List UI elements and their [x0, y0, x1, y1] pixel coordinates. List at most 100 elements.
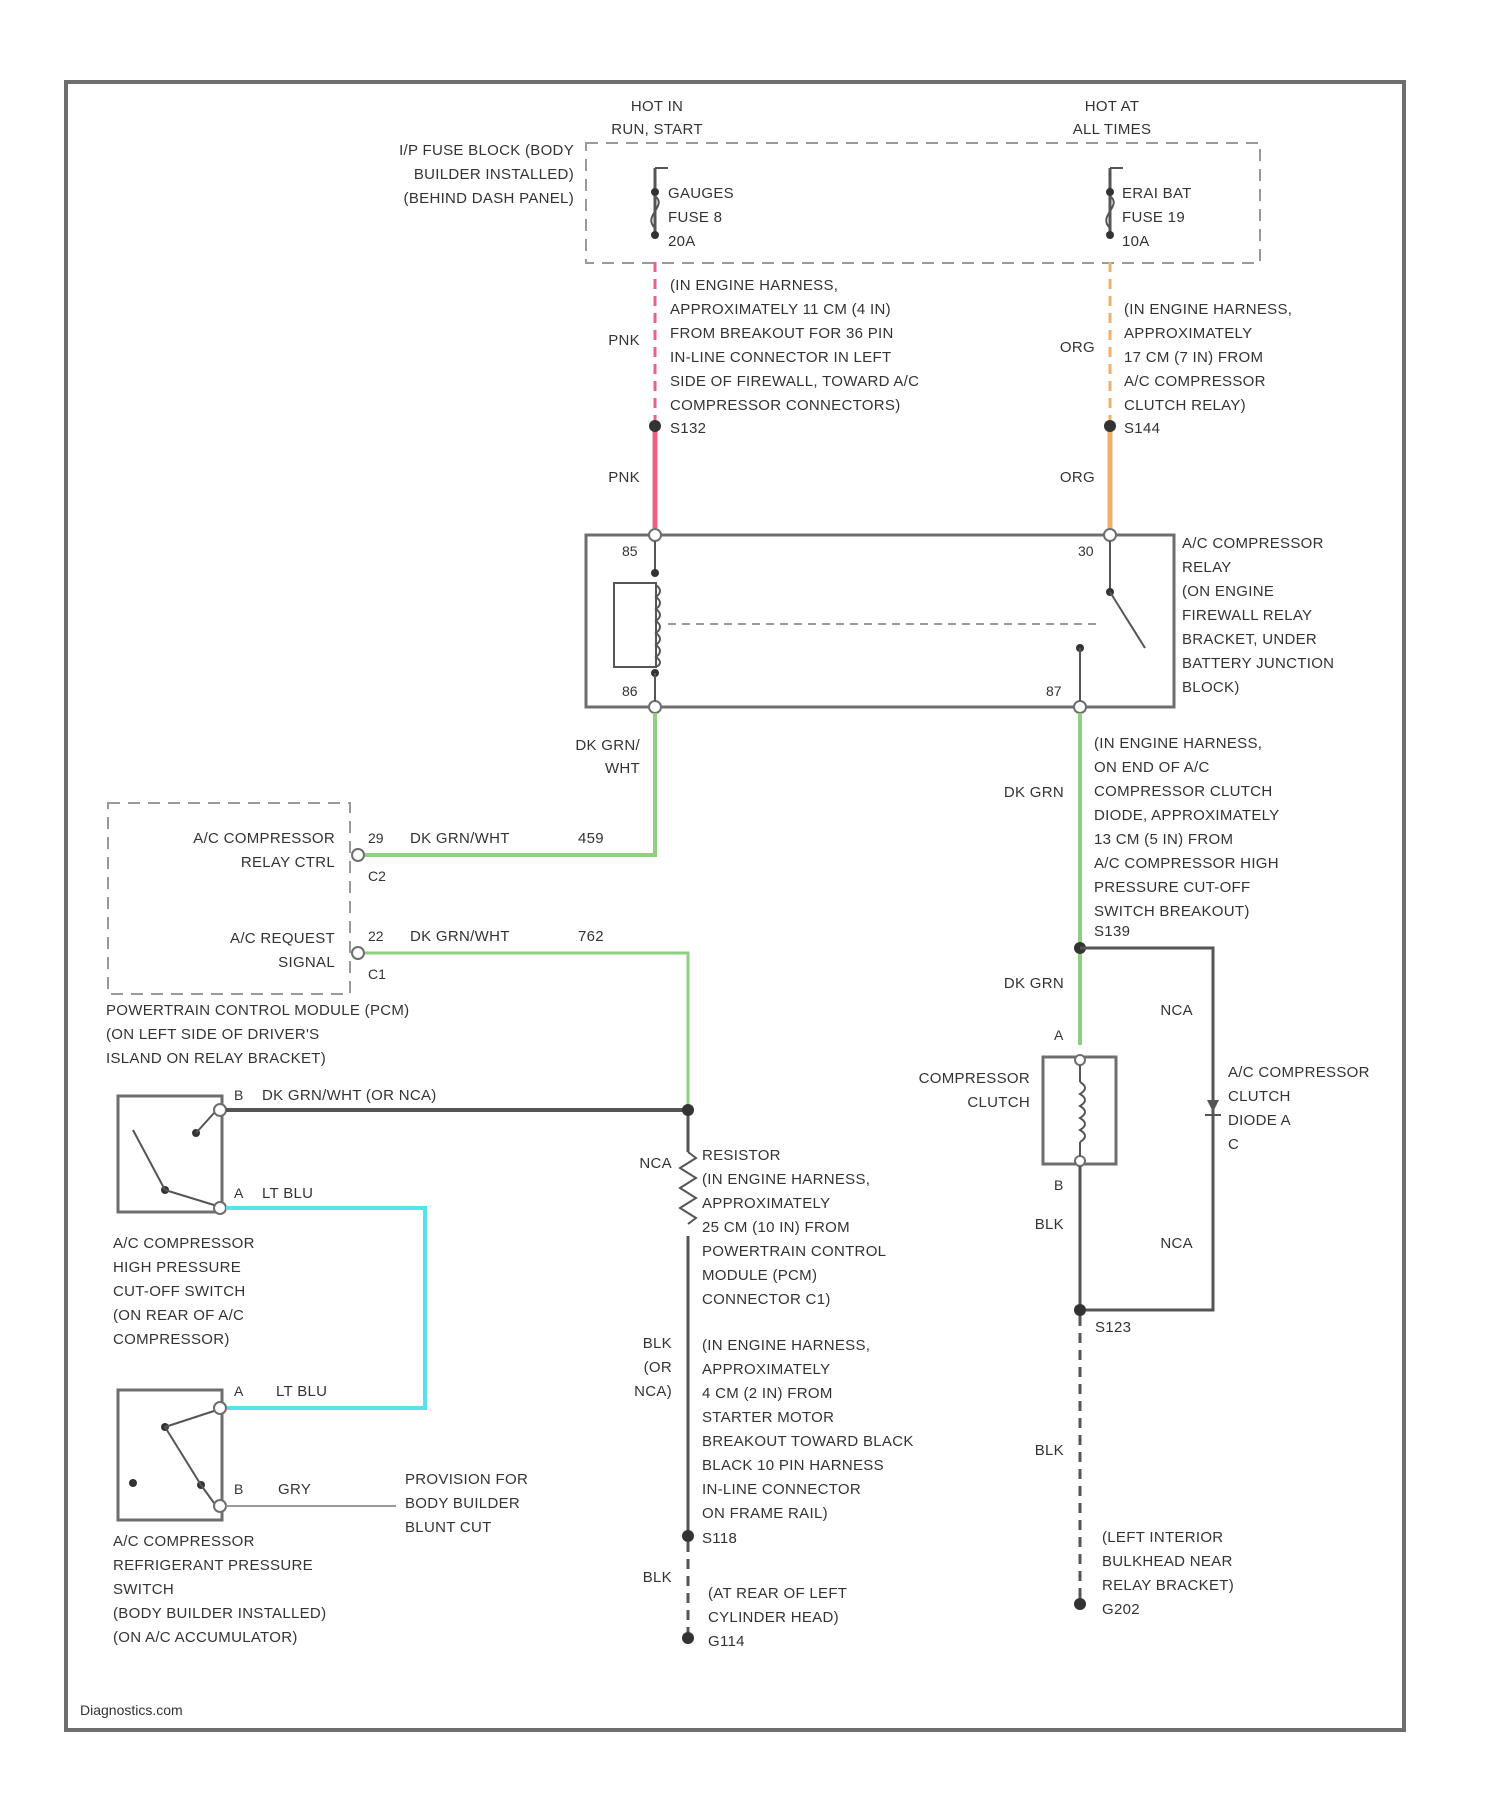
svg-text:NCA: NCA	[639, 1155, 672, 1172]
svg-text:HIGH PRESSURE: HIGH PRESSURE	[113, 1259, 241, 1276]
svg-text:CLUTCH RELAY): CLUTCH RELAY)	[1124, 397, 1246, 414]
svg-text:CYLINDER HEAD): CYLINDER HEAD)	[708, 1609, 839, 1626]
svg-text:BLACK 10 PIN HARNESS: BLACK 10 PIN HARNESS	[702, 1457, 884, 1474]
svg-text:(BEHIND DASH PANEL): (BEHIND DASH PANEL)	[404, 190, 574, 207]
power-source-left: HOT IN RUN, START	[611, 98, 703, 138]
svg-text:RELAY: RELAY	[1182, 559, 1232, 576]
hp-pin-b: B	[234, 1087, 243, 1103]
svg-text:GRY: GRY	[278, 1481, 311, 1498]
svg-text:BODY BUILDER: BODY BUILDER	[405, 1495, 520, 1512]
hp-switch-label: A/C COMPRESSOR HIGH PRESSURE CUT-OFF SWI…	[113, 1235, 255, 1348]
svg-text:DK GRN/: DK GRN/	[575, 737, 640, 754]
hot-right-line2: ALL TIMES	[1073, 121, 1152, 138]
svg-text:459: 459	[578, 830, 604, 847]
svg-text:BREAKOUT TOWARD BLACK: BREAKOUT TOWARD BLACK	[702, 1433, 914, 1450]
gry-wire: GRY	[226, 1481, 396, 1506]
svg-text:BLK: BLK	[643, 1569, 672, 1586]
power-source-right: HOT AT ALL TIMES	[1073, 98, 1152, 138]
svg-text:PRESSURE CUT-OFF: PRESSURE CUT-OFF	[1094, 879, 1250, 896]
org-label-1: ORG	[1060, 339, 1095, 356]
svg-text:A/C REQUEST: A/C REQUEST	[230, 930, 335, 947]
svg-text:(ON ENGINE: (ON ENGINE	[1182, 583, 1274, 600]
splice-s144: S144	[1124, 420, 1160, 437]
fuse-block-label: I/P FUSE BLOCK (BODY BUILDER INSTALLED) …	[399, 142, 574, 207]
svg-text:SIDE OF FIREWALL, TOWARD A/C: SIDE OF FIREWALL, TOWARD A/C	[670, 373, 919, 390]
compressor-clutch: A B COMPRESSOR CLUTCH	[919, 1027, 1116, 1193]
svg-text:STARTER MOTOR: STARTER MOTOR	[702, 1409, 834, 1426]
svg-text:A/C COMPRESSOR: A/C COMPRESSOR	[1182, 535, 1324, 552]
svg-text:DIODE A: DIODE A	[1228, 1112, 1291, 1129]
svg-text:RESISTOR: RESISTOR	[702, 1147, 781, 1164]
hot-right-line1: HOT AT	[1085, 98, 1140, 115]
ground-g114: (AT REAR OF LEFT CYLINDER HEAD) G114	[708, 1585, 847, 1650]
fuse-left: GAUGES FUSE 8 20A	[651, 168, 734, 250]
svg-text:IN-LINE CONNECTOR IN LEFT: IN-LINE CONNECTOR IN LEFT	[670, 349, 891, 366]
svg-text:POWERTRAIN CONTROL MODULE (PCM: POWERTRAIN CONTROL MODULE (PCM)	[106, 1002, 409, 1019]
svg-text:COMPRESSOR): COMPRESSOR)	[113, 1331, 230, 1348]
svg-text:BLUNT CUT: BLUNT CUT	[405, 1519, 492, 1536]
svg-text:REFRIGERANT PRESSURE: REFRIGERANT PRESSURE	[113, 1557, 313, 1574]
svg-text:RELAY BRACKET): RELAY BRACKET)	[1102, 1577, 1234, 1594]
svg-text:APPROXIMATELY: APPROXIMATELY	[702, 1361, 830, 1378]
svg-text:(IN ENGINE HARNESS,: (IN ENGINE HARNESS,	[1094, 735, 1262, 752]
relay-pin-30: 30	[1078, 543, 1094, 559]
svg-text:13 CM (5 IN) FROM: 13 CM (5 IN) FROM	[1094, 831, 1233, 848]
svg-text:SWITCH BREAKOUT): SWITCH BREAKOUT)	[1094, 903, 1250, 920]
ref-pin-a: A	[234, 1383, 244, 1399]
footer-watermark: Diagnostics.com	[80, 1702, 183, 1718]
svg-text:LT BLU: LT BLU	[262, 1185, 313, 1202]
fuse-right: ERAI BAT FUSE 19 10A	[1106, 168, 1192, 250]
svg-text:20A: 20A	[668, 233, 696, 250]
svg-text:ON END OF A/C: ON END OF A/C	[1094, 759, 1210, 776]
svg-text:(ON LEFT SIDE OF DRIVER'S: (ON LEFT SIDE OF DRIVER'S	[106, 1026, 319, 1043]
svg-text:DK GRN/WHT (OR NCA): DK GRN/WHT (OR NCA)	[262, 1087, 437, 1104]
ref-switch-label: A/C COMPRESSOR REFRIGERANT PRESSURE SWIT…	[113, 1533, 326, 1646]
pnk-label-2: PNK	[608, 469, 640, 486]
hot-left-line2: RUN, START	[611, 121, 703, 138]
svg-text:(IN ENGINE HARNESS,: (IN ENGINE HARNESS,	[670, 277, 838, 294]
svg-text:(IN ENGINE HARNESS,: (IN ENGINE HARNESS,	[1124, 301, 1292, 318]
ground-harness-note: (IN ENGINE HARNESS, APPROXIMATELY 4 CM (…	[702, 1337, 914, 1522]
svg-text:COMPRESSOR CONNECTORS): COMPRESSOR CONNECTORS)	[670, 397, 901, 414]
splice-s123: S123	[1095, 1319, 1131, 1336]
svg-text:APPROXIMATELY: APPROXIMATELY	[702, 1195, 830, 1212]
clutch-pin-b: B	[1054, 1177, 1063, 1193]
pnk-label-1: PNK	[608, 332, 640, 349]
svg-text:BULKHEAD NEAR: BULKHEAD NEAR	[1102, 1553, 1233, 1570]
svg-text:ISLAND ON RELAY BRACKET): ISLAND ON RELAY BRACKET)	[106, 1050, 326, 1067]
svg-text:SIGNAL: SIGNAL	[278, 954, 335, 971]
hp-cutoff-switch: B A	[118, 1087, 244, 1214]
svg-text:G114: G114	[708, 1633, 745, 1650]
clutch-diode-loop: NCA NCA	[1080, 948, 1221, 1310]
svg-text:CLUTCH: CLUTCH	[967, 1094, 1030, 1111]
svg-text:COMPRESSOR: COMPRESSOR	[919, 1070, 1030, 1087]
svg-text:A/C COMPRESSOR: A/C COMPRESSOR	[113, 1235, 255, 1252]
svg-text:A/C COMPRESSOR: A/C COMPRESSOR	[1124, 373, 1266, 390]
svg-text:APPROXIMATELY 11 CM (4 IN): APPROXIMATELY 11 CM (4 IN)	[670, 301, 891, 318]
pcm-conn-c2: C2	[368, 868, 386, 884]
provision-label: PROVISION FOR BODY BUILDER BLUNT CUT	[405, 1471, 528, 1536]
svg-text:RELAY CTRL: RELAY CTRL	[241, 854, 335, 871]
svg-text:A/C COMPRESSOR: A/C COMPRESSOR	[193, 830, 335, 847]
hot-left-line1: HOT IN	[631, 98, 683, 115]
splice-s118: S118	[702, 1530, 737, 1547]
svg-text:POWERTRAIN CONTROL: POWERTRAIN CONTROL	[702, 1243, 886, 1260]
svg-text:NCA): NCA)	[634, 1383, 672, 1400]
hp-switch-b-wire: DK GRN/WHT (OR NCA)	[226, 1087, 694, 1116]
svg-text:BLK: BLK	[643, 1335, 672, 1352]
svg-text:ON FRAME RAIL): ON FRAME RAIL)	[702, 1505, 828, 1522]
svg-text:C: C	[1228, 1136, 1239, 1153]
pcm-conn-c1: C1	[368, 966, 386, 982]
svg-text:COMPRESSOR CLUTCH: COMPRESSOR CLUTCH	[1094, 783, 1272, 800]
hp-pin-a: A	[234, 1185, 244, 1201]
svg-text:BLK: BLK	[1035, 1216, 1064, 1233]
svg-text:GAUGES: GAUGES	[668, 185, 734, 202]
svg-text:FROM BREAKOUT FOR 36 PIN: FROM BREAKOUT FOR 36 PIN	[670, 325, 894, 342]
svg-text:FIREWALL RELAY: FIREWALL RELAY	[1182, 607, 1312, 624]
diode-label: A/C COMPRESSOR CLUTCH DIODE A C	[1228, 1064, 1370, 1153]
svg-text:DK GRN: DK GRN	[1004, 784, 1064, 801]
svg-text:25 CM (10 IN) FROM: 25 CM (10 IN) FROM	[702, 1219, 850, 1236]
svg-text:DK GRN: DK GRN	[1004, 975, 1064, 992]
svg-text:DIODE, APPROXIMATELY: DIODE, APPROXIMATELY	[1094, 807, 1280, 824]
